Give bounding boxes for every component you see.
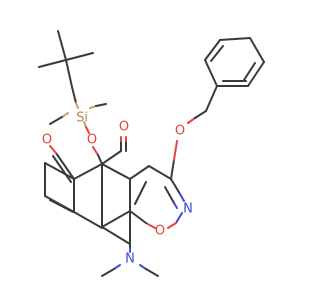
bond	[101, 150, 122, 165]
bond	[247, 61, 265, 87]
bond	[167, 222, 177, 229]
bond	[175, 212, 183, 224]
bond	[75, 102, 79, 109]
bond	[49, 199, 74, 213]
bond	[73, 211, 103, 229]
chemical-structure-canvas: Si O O O O N O N	[38, 30, 265, 277]
right-ketone-oxygen-label: O	[119, 120, 129, 135]
bond	[49, 116, 63, 125]
bond	[57, 30, 67, 61]
isoxazole-ring	[129, 165, 185, 229]
bond	[139, 264, 147, 270]
bond	[89, 105, 97, 109]
left-ketone-oxygen-label: O	[42, 133, 52, 148]
bond	[170, 159, 175, 180]
bond	[49, 145, 57, 154]
bond	[219, 37, 251, 41]
bond	[101, 163, 131, 180]
bond	[164, 186, 175, 204]
bond	[148, 165, 172, 180]
bond	[204, 39, 221, 61]
bond	[101, 210, 131, 228]
bond	[95, 103, 107, 107]
bond	[129, 165, 150, 180]
cyclohexenone-ring	[44, 162, 103, 229]
benzyl-ether-oxygen-label: O	[175, 124, 185, 139]
bond	[73, 163, 103, 180]
bond	[145, 222, 156, 229]
silicon-atom-label: Si	[76, 111, 88, 126]
bond	[134, 181, 147, 205]
bond	[173, 140, 178, 161]
bond	[249, 37, 265, 63]
bond	[179, 193, 185, 202]
isoxazole-nitrogen-label: N	[183, 202, 193, 217]
dimethylamino-nitrogen-label: N	[125, 252, 135, 267]
bond	[205, 85, 218, 112]
bond	[204, 59, 218, 87]
bond	[85, 126, 90, 134]
phenyl-ring	[204, 37, 265, 87]
bond	[173, 202, 178, 209]
bond	[101, 268, 115, 277]
bond	[92, 146, 99, 156]
bond	[129, 210, 147, 224]
tert-butyl-group	[38, 30, 94, 88]
bond	[38, 59, 67, 68]
bond	[65, 52, 94, 61]
bond	[187, 117, 196, 124]
central-ring	[101, 163, 131, 228]
bond	[61, 112, 69, 118]
bond	[170, 178, 181, 195]
silyl-methyl-bonds	[49, 86, 107, 134]
bond	[71, 86, 77, 104]
bond	[194, 110, 207, 119]
isoxazole-oxygen-label: O	[155, 224, 165, 239]
bond	[65, 59, 73, 88]
bond	[210, 45, 224, 62]
bond	[145, 268, 159, 277]
bond	[97, 154, 103, 165]
silyl-oxygen-label: O	[87, 133, 97, 148]
bond	[55, 152, 75, 180]
bond	[113, 264, 121, 270]
bond	[44, 162, 75, 180]
bond	[101, 226, 131, 245]
molecule-diagram: Si O O O O N O N	[38, 30, 265, 277]
dimethylamino-group	[101, 210, 159, 277]
bond	[243, 62, 256, 81]
bond	[52, 155, 72, 183]
